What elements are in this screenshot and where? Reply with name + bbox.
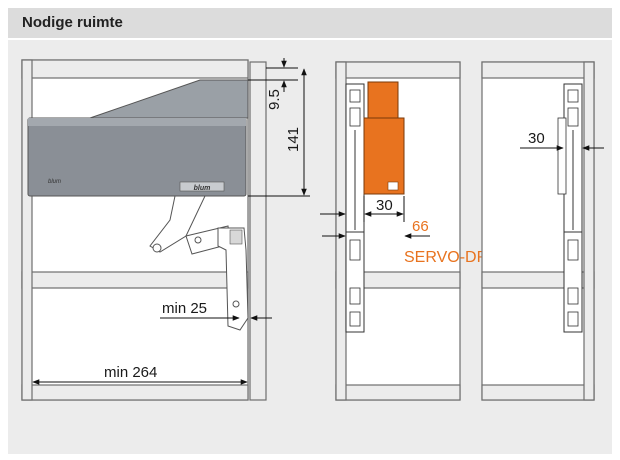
bracket-plate [229, 229, 243, 245]
middle-cabinet [335, 61, 461, 401]
dim-label-141: 141 [285, 127, 302, 152]
door-bracket [217, 227, 249, 331]
header-bar: Nodige ruimte [8, 8, 612, 38]
right-mech-detail-1 [567, 89, 579, 103]
right-top-panel [481, 61, 595, 79]
dim-label-66: 66 [412, 218, 429, 235]
dim-label-min264: min 264 [104, 364, 157, 381]
bracket-screw [232, 300, 240, 308]
left-top-panel [21, 59, 249, 79]
lift-mechanism: blum blum [27, 79, 249, 331]
left-front-door [249, 61, 267, 401]
right-mech-detail-4 [567, 287, 579, 305]
brand-plate [179, 181, 225, 192]
dim-label-9-5: 9.5 [266, 89, 283, 110]
right-mech-detail-2 [567, 107, 579, 127]
arm-pivot-2 [194, 236, 202, 244]
right-mech-detail-3 [567, 239, 579, 261]
right-dimensions: 30 [520, 130, 604, 151]
left-bottom-panel [21, 384, 249, 401]
left-back-panel [21, 59, 33, 401]
dim-label-30-right: 30 [528, 130, 545, 147]
dim-label-min25: min 25 [162, 300, 207, 317]
servo-drive-plate [387, 181, 399, 191]
left-dimensions: 9.5 141 min 25 min 264 [32, 58, 310, 385]
servo-drive-top [367, 81, 399, 119]
brand-mark-1: blum [194, 185, 211, 192]
middle-mech-detail-2 [349, 107, 361, 127]
middle-mech-detail-5 [349, 311, 361, 327]
right-side-panel [583, 61, 595, 401]
middle-top-panel [335, 61, 461, 79]
middle-mech-detail-4 [349, 287, 361, 305]
servo-drive-body [363, 117, 405, 195]
page-title: Nodige ruimte [22, 14, 123, 31]
left-shelf [21, 271, 249, 289]
right-cabinet [481, 61, 595, 401]
middle-mech-detail-1 [349, 89, 361, 103]
middle-side-panel [335, 61, 347, 401]
brand-mark-2: blum [48, 179, 61, 185]
right-mech-bracket [557, 117, 567, 195]
dim-label-30-middle: 30 [376, 197, 393, 214]
right-mech-detail-5 [567, 311, 579, 327]
lift-arm-upper [149, 195, 206, 253]
middle-bottom-panel [335, 384, 461, 401]
middle-mech-detail-3 [349, 239, 361, 261]
lift-housing-top-edge [28, 118, 246, 126]
arm-pivot-1 [152, 243, 162, 253]
right-bottom-panel [481, 384, 595, 401]
